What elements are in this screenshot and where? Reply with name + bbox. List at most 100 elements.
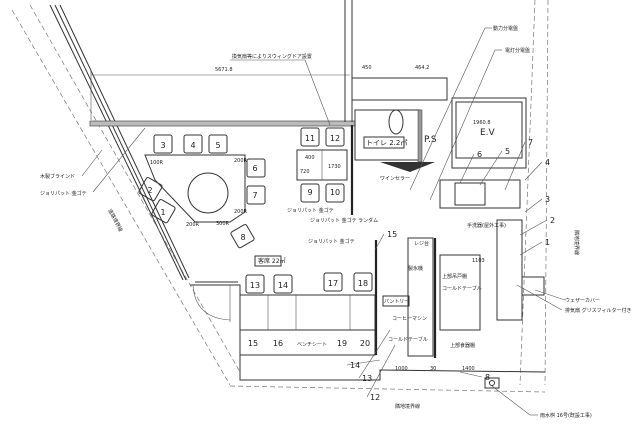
dimension-label: 1103 [472, 258, 485, 264]
seat-number: 9 [307, 188, 312, 197]
road-side-wall [11, 4, 241, 386]
jolypate-label-2: ジョリパット 金ゴテ [287, 207, 334, 214]
seat-number: 20 [360, 339, 370, 348]
callout-leader [366, 344, 396, 398]
seat-number: 8 [240, 233, 245, 242]
seat-number: 1 [160, 208, 165, 217]
pantry-label: パントリー [384, 299, 409, 305]
chair [325, 127, 345, 147]
ice-machine-label: 製氷機 [408, 265, 423, 272]
callout-leader [524, 198, 543, 213]
callout-number: 7 [528, 138, 533, 147]
toilet-label: トイレ 2.2㎡ [366, 139, 407, 147]
kitchen-hood [496, 219, 523, 321]
dimension-label: 1000 [395, 366, 408, 372]
seat-number: 5 [215, 141, 220, 150]
jolypate-label-3: ジョリパット 金ゴテ ランダム [310, 217, 378, 224]
upper-cabinet-label: 上部吊戸棚 [442, 273, 467, 280]
seat-number: 11 [305, 134, 315, 143]
seat-4: 4 [183, 134, 203, 154]
dimension-label: 1400 [462, 366, 475, 372]
seat-number: 10 [330, 188, 340, 197]
callout-number: 1 [545, 238, 550, 247]
callout-leader [346, 359, 381, 366]
seat-15: 15 [248, 339, 258, 348]
callout-number: 12 [370, 393, 380, 402]
cold-table-label-1: コールドテーブル [388, 336, 428, 343]
seat-number: 7 [252, 191, 257, 200]
seat-2: 2 [138, 177, 163, 202]
chair [300, 127, 320, 147]
upper-dish-shelf-label: 上部食器棚 [450, 342, 475, 349]
seat-number: 2 [147, 186, 152, 195]
seat-number: 18 [358, 279, 368, 288]
seat-number: 4 [190, 141, 195, 150]
register-label: レジ台 [414, 240, 429, 247]
seat-9: 9 [300, 183, 320, 203]
chair [323, 272, 343, 292]
chair [246, 158, 266, 178]
seat-5: 5 [208, 134, 228, 154]
radius-label: 200R [234, 158, 248, 164]
chair [273, 274, 293, 294]
adjacent-boundary-label-right: 隣地境界線 [573, 230, 580, 255]
jolypate-label-4: ジョリパット 金ゴテ [308, 238, 355, 245]
exhaust-fan-label: 排気扇 グリスフィルター付き [565, 307, 632, 314]
jolypate-label-1: ジョリパット 金ゴテ [40, 190, 87, 197]
weather-cover-label: ウェザーカバー [565, 297, 600, 304]
cold-table-label-2: コールドテーブル [442, 285, 482, 292]
chair [230, 224, 255, 249]
coffee-machine-label: コーヒーマシン [392, 316, 427, 322]
seat-16: 16 [273, 339, 283, 348]
callout-leader [459, 153, 475, 184]
seat-17: 17 [323, 272, 343, 292]
seat-11: 11 [300, 127, 320, 147]
radius-label: 200R [234, 209, 248, 215]
dimension-label: 464.2 [415, 65, 429, 71]
adjacent-boundary-label-bottom: 隣地境界線 [395, 403, 420, 410]
rain-basin-label: 雨水桝 16号(既設工事) [540, 412, 592, 419]
round-table-top [187, 172, 229, 214]
radius-label: 200R [186, 222, 200, 228]
callout-leader [479, 150, 503, 186]
dimension-label: 450 [362, 65, 372, 71]
chair [183, 134, 203, 154]
callout-number: 14 [350, 361, 360, 370]
chair [300, 183, 320, 203]
callout-number: 2 [550, 216, 555, 225]
ev-label: E.V [480, 128, 496, 138]
toilet-room [354, 109, 421, 161]
seat-number: 17 [328, 279, 338, 288]
chair [245, 274, 265, 294]
seat-12: 12 [325, 127, 345, 147]
seat-number: 3 [160, 141, 165, 150]
callout-leader [504, 141, 526, 191]
callout-leader [358, 329, 391, 379]
dimension-label: 1730 [328, 164, 341, 170]
callout-leader [524, 161, 543, 181]
callout-number: 15 [387, 230, 397, 239]
bench-seat-label: ベンチシート [297, 342, 327, 348]
radius-label: 100R [150, 160, 164, 166]
callout-number: 5 [505, 147, 510, 156]
bench-tables [239, 294, 376, 331]
table-large [144, 154, 246, 223]
top-wall [89, 120, 356, 127]
seat-number: 13 [250, 281, 260, 290]
seating-area-label: 客席 22㎡ [258, 257, 286, 265]
seat-6: 6 [246, 158, 266, 178]
kitchen-counter [407, 237, 434, 357]
seat-number: 19 [337, 339, 347, 348]
callout-number: 6 [477, 150, 482, 159]
dimension-total-label: 5671.8 [215, 67, 233, 73]
dimension-label: 30 [430, 366, 436, 372]
seat-3: 3 [153, 134, 173, 154]
seat-8: 8 [230, 224, 255, 249]
seat-19: 19 [337, 339, 347, 348]
elevator-shaft [451, 97, 527, 169]
dimension-label: 720 [300, 169, 310, 175]
chair [151, 199, 176, 224]
